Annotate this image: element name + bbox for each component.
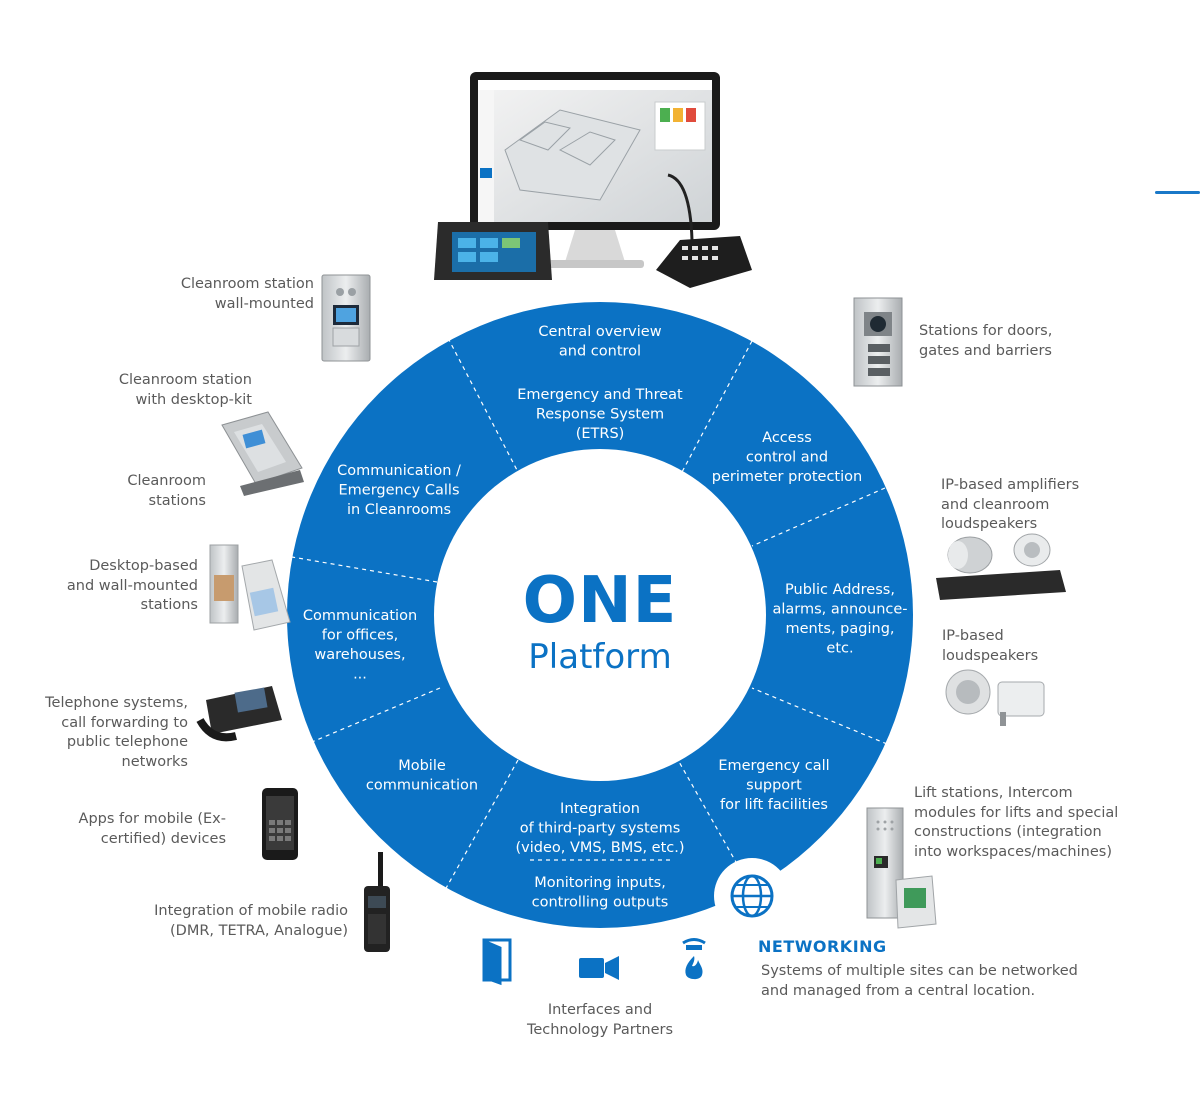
center-subtitle: Platform — [528, 637, 671, 677]
label-lift-stations: Lift stations, Intercom modules for lift… — [914, 785, 1119, 860]
platform-center — [434, 449, 766, 781]
label-cleanroom-desktop-kit: Cleanroom station with desktop-kit — [118, 372, 252, 408]
label-mobile-radio: Integration of mobile radio (DMR, TETRA,… — [154, 903, 348, 939]
segment-label-line: of third-party systems — [520, 821, 681, 837]
interfaces-label: Interfaces and Technology Partners — [526, 1002, 674, 1038]
segment-label-line: in Cleanrooms — [347, 502, 451, 518]
smartphone-image — [262, 788, 298, 860]
segment-label-line: (video, VMS, BMS, etc.) — [515, 840, 684, 856]
amplifier-speakers-image — [936, 533, 1066, 600]
segment-label-line: Communication / — [337, 463, 461, 479]
segment-label-line: control and — [746, 450, 828, 466]
segment-label-line: communication — [366, 778, 478, 794]
segment-dividers — [291, 337, 888, 891]
segment-integration: Integration of third-party systems (video,… — [515, 801, 684, 856]
segment-lift-emergency: Emergency call support for lift facilities — [718, 758, 829, 813]
segment-label-line: Emergency and Threat — [517, 387, 683, 403]
segment-label-line: Integration — [560, 801, 640, 817]
label-ip-loudspeakers: IP-based loudspeakers — [942, 628, 1039, 664]
lift-station-image — [866, 807, 937, 929]
segment-label-line: Communication — [303, 608, 417, 624]
segment-label-line: Monitoring inputs, — [534, 875, 666, 891]
segment-label-line: Response System — [536, 407, 664, 423]
segment-label-line: for offices, — [322, 628, 399, 644]
segment-label-line: controlling outputs — [532, 895, 669, 911]
segment-label-line: perimeter protection — [712, 469, 862, 485]
desktop-wall-stations-image — [209, 544, 291, 631]
segment-label-line: ... — [353, 667, 367, 683]
segment-mobile-communication: Mobile communication — [366, 758, 478, 794]
segment-label-line: Access — [762, 430, 812, 446]
label-cleanroom-wall-station: Cleanroom station wall-mounted — [180, 276, 314, 312]
segment-label-line: Mobile — [398, 758, 446, 774]
segment-offices: Communication for offices, warehouses,... — [303, 608, 417, 683]
video-camera-icon — [579, 956, 619, 980]
segment-monitoring: Monitoring inputs, controlling outputs — [532, 875, 669, 911]
segment-label-line: for lift facilities — [720, 797, 828, 813]
segment-label-line: Public Address, — [785, 582, 895, 598]
globe-icon — [714, 858, 790, 934]
segment-label-line: alarms, announce- — [772, 602, 907, 618]
door-station-image — [853, 297, 903, 387]
label-desktop-wall-stations: Desktop-based and wall-mounted stations — [66, 558, 198, 613]
segment-label-line: ments, paging, — [785, 621, 894, 637]
mobile-radio-image — [364, 852, 390, 952]
segment-central-overview: Central overview and control — [538, 324, 661, 360]
segment-label-line: and control — [559, 344, 641, 360]
segment-label-line: (ETRS) — [576, 426, 625, 442]
label-telephone-systems: Telephone systems, call forwarding to pu… — [45, 695, 188, 770]
cleanroom-wall-station-image — [321, 274, 371, 362]
networking-description: Systems of multiple sites can be network… — [761, 963, 1078, 999]
segment-cleanrooms: Communication / Emergency Calls in Cleanro… — [337, 463, 461, 518]
segment-public-address: Public Address, alarms, announce-ments, p… — [772, 582, 907, 657]
segment-label-line: support — [746, 778, 802, 794]
fire-detector-icon — [682, 938, 706, 980]
monitor-image — [470, 72, 720, 268]
label-mobile-apps: Apps for mobile (Ex- certified) devices — [78, 811, 226, 847]
door-icon — [482, 938, 512, 986]
desk-console-image — [656, 173, 752, 288]
networking-title: NETWORKING — [758, 937, 887, 956]
ip-loudspeakers-image — [945, 669, 1045, 726]
label-door-stations: Stations for doors, gates and barriers — [919, 323, 1053, 359]
segment-label-line: warehouses, — [314, 647, 405, 663]
segment-label-line: etc. — [826, 641, 853, 657]
segment-access-control: Access control and perimeter protection — [712, 430, 862, 485]
center-title: ONE — [523, 564, 678, 638]
touch-panel-image — [434, 222, 552, 280]
segment-label-line: Emergency Calls — [338, 483, 459, 499]
label-cleanroom-stations: Cleanroom stations — [127, 473, 206, 509]
accent-line — [1155, 191, 1200, 194]
cleanroom-desktop-station-image — [221, 411, 304, 496]
telephone-image — [196, 686, 282, 742]
label-amplifiers: IP-based amplifiers and cleanroom loudsp… — [941, 477, 1080, 532]
segment-label-line: Central overview — [538, 324, 661, 340]
segment-label-line: Emergency call — [718, 758, 829, 774]
